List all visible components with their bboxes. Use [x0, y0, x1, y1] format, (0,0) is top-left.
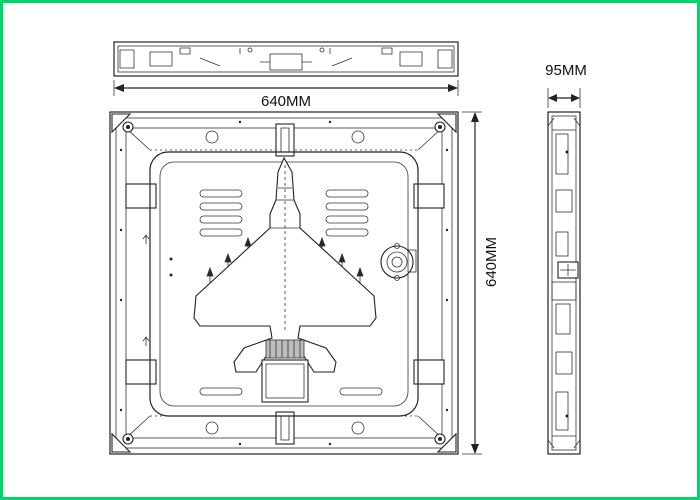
- hub-knob: [380, 245, 414, 279]
- top-view: [113, 41, 459, 77]
- height-dimension: 640MM: [462, 111, 500, 455]
- depth-dimension: 95MM: [545, 62, 587, 108]
- depth-label: 95MM: [545, 62, 587, 79]
- power-box: [261, 359, 309, 403]
- height-label: 640MM: [483, 237, 500, 287]
- power-connector: [265, 339, 305, 359]
- front-view: [109, 111, 459, 455]
- side-view: [547, 111, 581, 455]
- width-label: 640MM: [261, 93, 311, 110]
- width-dimension: 640MM: [113, 80, 459, 110]
